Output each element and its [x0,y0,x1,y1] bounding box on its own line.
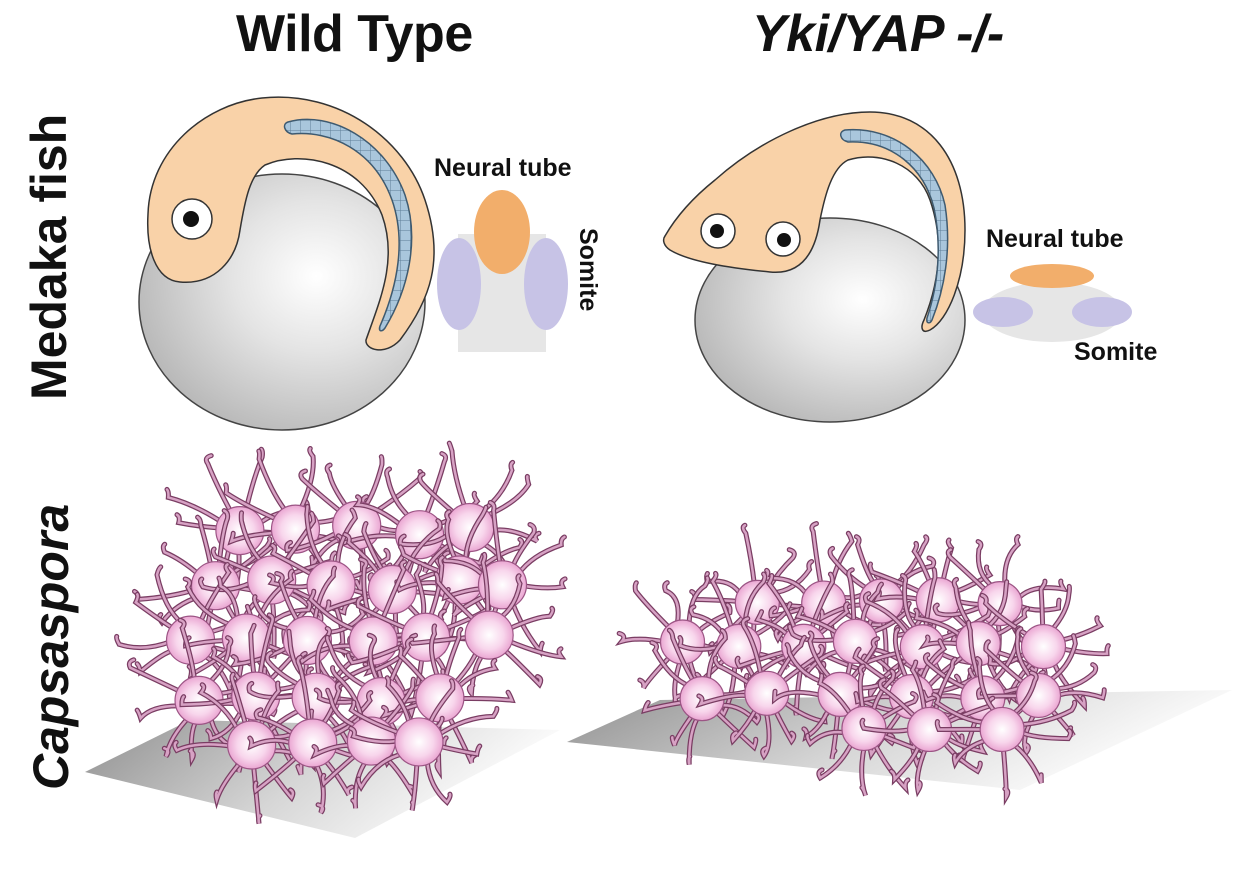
mutant-embryo [662,111,966,423]
wild-type-embryo [138,96,435,431]
capsaspora-cell [309,665,449,809]
capsaspora-cell [859,656,996,798]
somite-right-mutant [1072,297,1132,327]
somite-right-wild-type [524,238,568,330]
column-title-wild-type: Wild Type [236,5,473,63]
neural-tube-wild-type [474,190,530,274]
capsaspora-cell [348,675,500,811]
somite-left-wild-type [437,238,481,330]
capsaspora-cell [408,551,567,700]
label-neural-tube-mutant: Neural tube [986,225,1124,253]
somites-mutant [840,128,949,324]
neural-tube-mutant [1010,264,1094,288]
cross-section-wild-type [437,190,568,352]
cell-aggregate-wild-type [114,440,568,825]
label-neural-tube-wild-type: Neural tube [434,154,572,182]
label-somite-wild-type: Somite [574,228,602,312]
column-title-mutant: Yki/YAP -/- [752,5,1004,63]
embryo-body-mutant [662,111,966,332]
label-somite-mutant: Somite [1074,338,1158,366]
capsaspora-cell [247,654,381,815]
embryo-body-wild-type [146,96,435,351]
capsaspora-cell [804,663,924,797]
capsaspora-cell [931,656,1078,806]
somites-wild-type [283,118,413,332]
cell-aggregate-mutant [614,521,1111,806]
somite-left-mutant [973,297,1033,327]
cross-section-mutant [973,264,1132,342]
